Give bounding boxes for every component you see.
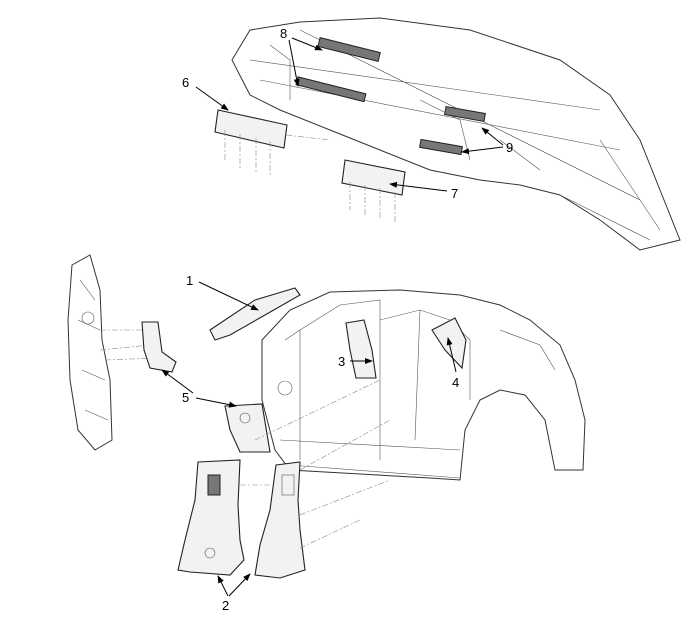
callout-5: 5 xyxy=(182,390,189,405)
vehicle-body-side xyxy=(261,289,586,481)
rear-panel-assembly xyxy=(231,17,681,251)
trim-part-2-right xyxy=(254,461,306,579)
callout-3: 3 xyxy=(338,354,345,369)
a-pillar-body-panel xyxy=(67,254,113,451)
trim-part-1 xyxy=(209,287,301,341)
callout-8: 8 xyxy=(280,26,287,41)
callout-2: 2 xyxy=(222,598,229,613)
callout-1: 1 xyxy=(186,273,193,288)
trim-part-2-left xyxy=(177,459,245,576)
callout-7: 7 xyxy=(451,186,458,201)
trim-part-7 xyxy=(341,159,406,222)
leader-lines xyxy=(161,37,504,597)
callout-4: 4 xyxy=(452,375,459,390)
callout-9: 9 xyxy=(506,140,513,155)
trim-part-5-lower xyxy=(224,403,271,453)
trim-part-5-upper xyxy=(141,321,177,373)
callout-6: 6 xyxy=(182,75,189,90)
trim-part-6 xyxy=(214,109,331,175)
